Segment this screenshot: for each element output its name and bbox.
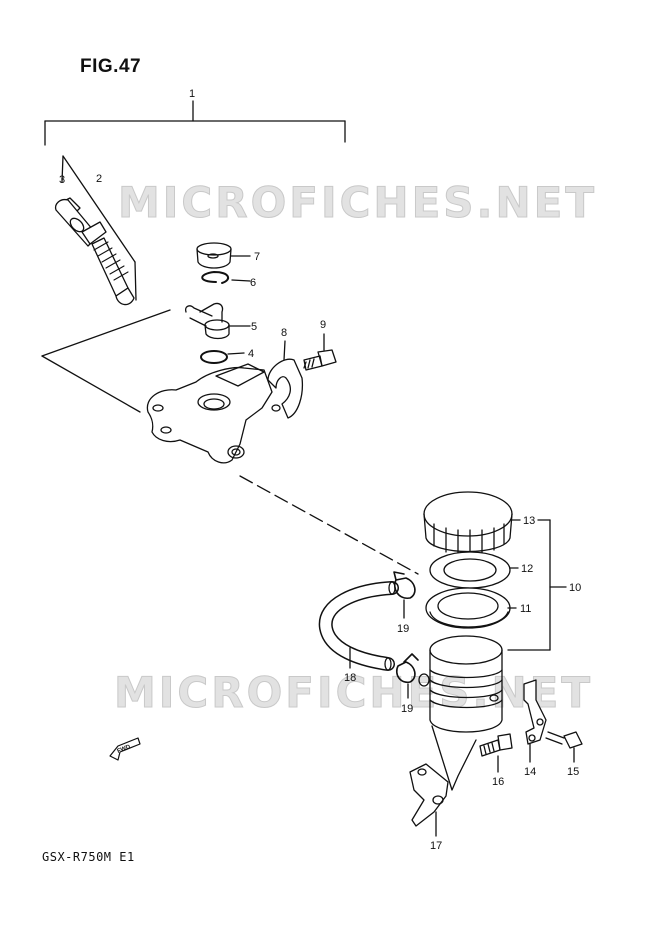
callout-19-upper: 19 (397, 623, 409, 635)
part-bracket (523, 679, 547, 763)
part-clamp (267, 340, 304, 419)
callout-6: 6 (250, 277, 256, 289)
callout-16: 16 (492, 776, 504, 788)
part-screw (545, 731, 583, 763)
callout-2: 2 (96, 173, 102, 185)
callout-5: 5 (251, 321, 257, 333)
watermark-top: MICROFICHES.NET (118, 178, 597, 228)
part-bolt (303, 333, 337, 371)
callout-18: 18 (344, 672, 356, 684)
part-diaphragm (425, 587, 517, 629)
part-hose (318, 581, 399, 671)
model-code: GSX-R750M E1 (42, 850, 135, 864)
callout-13: 13 (523, 515, 535, 527)
part-circlip (201, 271, 251, 284)
figure-title: FIG.47 (80, 56, 142, 77)
callout-4: 4 (248, 348, 254, 360)
callout-12: 12 (521, 563, 533, 575)
callout-8: 8 (281, 327, 287, 339)
part-bolt-reservoir (479, 733, 513, 773)
part-o-ring (200, 350, 245, 364)
callout-7: 7 (254, 251, 260, 263)
part-cap (196, 242, 251, 269)
callout-11: 11 (520, 603, 531, 615)
reservoir-body (418, 635, 503, 791)
master-cylinder-body (41, 309, 273, 464)
fwd-label: FWD (117, 744, 133, 755)
callout-17: 17 (430, 840, 442, 852)
part-plate (429, 551, 519, 589)
part-stay (409, 763, 449, 837)
callout-1: 1 (189, 88, 195, 100)
part-hose-clip (393, 571, 419, 699)
callout-14: 14 (524, 766, 536, 778)
callout-9: 9 (320, 319, 326, 331)
leader-lines (239, 475, 419, 575)
part-connector (184, 302, 251, 340)
callout-labels: 1 2 3 4 5 6 7 8 9 10 11 12 13 14 15 16 1… (59, 88, 581, 852)
piston-set (54, 155, 137, 306)
reservoir-cap (423, 491, 521, 555)
callout-10: 10 (569, 582, 581, 594)
callout-19-lower: 19 (401, 703, 413, 715)
callout-15: 15 (567, 766, 579, 778)
reservoir-set-bracket (507, 519, 567, 651)
callout-3: 3 (59, 174, 65, 186)
forward-arrow-icon: FWD (109, 737, 141, 761)
assembly-bracket (44, 100, 346, 146)
watermark-bottom: MICROFICHES.NET (114, 668, 593, 718)
